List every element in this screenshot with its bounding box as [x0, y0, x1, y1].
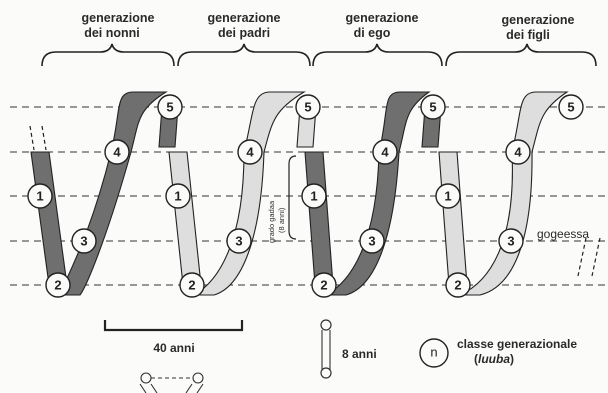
gen-title-2-line2: dei padri: [218, 26, 270, 40]
ribbon-1-diagonal: [60, 92, 166, 295]
grade-label-line2: (8 anni): [277, 207, 286, 233]
ribbon-2-class-2-number: 2: [188, 278, 195, 293]
gen-title-3-line1: generazione: [346, 11, 419, 25]
ribbon-4-class-2-number: 2: [454, 278, 461, 293]
ribbon-4-diagonal: [460, 92, 567, 295]
ribbon-2-class-1-number: 1: [174, 189, 181, 204]
ribbon-4-class-4-number: 4: [514, 145, 522, 160]
legend-40-bracket: [105, 320, 242, 330]
brace-2: [178, 44, 310, 66]
ribbon-2-class-4-number: 4: [246, 145, 254, 160]
ribbon-3-class-2-number: 2: [320, 278, 327, 293]
gen-title-1-line1: generazione: [82, 11, 155, 25]
ribbon-1-class-2-number: 2: [54, 278, 61, 293]
brace-4: [446, 44, 596, 66]
generation-braces: [42, 44, 596, 66]
gen-title-2-line1: generazione: [208, 11, 281, 25]
ribbon-2-class-3-number: 3: [235, 234, 242, 249]
ribbon-3-diagonal: [326, 92, 429, 295]
ribbon-4-left-strip: [439, 152, 467, 285]
ribbons: 1 2 3 4 5 1 2 3 4 5 1 2 3 4 5 1 2 3 4 5: [28, 92, 583, 297]
right-continuation-1: [578, 238, 586, 276]
ribbon-2-class-5-number: 5: [304, 100, 311, 115]
gen-title-1-line2: dei nonni: [84, 26, 140, 40]
legend-40-label: 40 anni: [153, 341, 194, 355]
ribbon-3-class-4-number: 4: [381, 145, 389, 160]
left-continuation-2: [42, 126, 46, 150]
ribbon-3-left-strip: [305, 152, 333, 285]
ribbon-1-class-3-number: 3: [80, 234, 87, 249]
ribbon-3-class-1-number: 1: [310, 189, 317, 204]
grade-bracket-line: [289, 156, 296, 239]
gen-title-3-line2: di ego: [354, 26, 391, 40]
ribbon-1-class-1-number: 1: [36, 189, 43, 204]
legend-class-term: luuba: [478, 352, 510, 366]
ribbon-4-class-1-number: 1: [444, 189, 451, 204]
gen-title-4-line1: generazione: [502, 13, 575, 27]
brace-1: [42, 44, 174, 66]
grade-bracket: grado gadaa (8 anni): [267, 156, 296, 243]
legend-class-label: classe generazionale: [457, 337, 577, 351]
ribbon-4-class-3-number: 3: [507, 234, 514, 249]
left-continuation-1: [30, 126, 34, 150]
right-continuation-2: [592, 238, 600, 276]
ribbon-1-left-strip: [31, 152, 67, 285]
legend-8-label: 8 anni: [342, 347, 377, 361]
legend-mini-ribbon: [140, 373, 203, 393]
legend-class: n classe generazionale (luuba): [420, 337, 577, 367]
gen-title-4-line2: dei figli: [506, 28, 550, 42]
legend-class-symbol: n: [430, 345, 437, 360]
ribbon-3-class-5-number: 5: [429, 100, 436, 115]
ribbon-2-diagonal: [194, 92, 304, 295]
grade-label-line1: grado gadaa: [267, 200, 276, 243]
ribbon-3-class-3-number: 3: [368, 234, 375, 249]
legend-8-anni: 8 anni: [321, 320, 377, 378]
legend-40-anni: 40 anni: [105, 320, 242, 393]
brace-3: [313, 44, 442, 66]
ribbon-2-left-strip: [169, 152, 201, 285]
ribbon-4-class-5-number: 5: [567, 100, 574, 115]
legend-class-term-wrap: (luuba): [474, 352, 514, 366]
gogeessa-label: gogeessa: [537, 227, 589, 241]
generation-titles: generazione dei nonni generazione dei pa…: [82, 11, 575, 42]
ribbon-1-class-4-number: 4: [113, 145, 121, 160]
ribbon-1-class-5-number: 5: [166, 100, 173, 115]
